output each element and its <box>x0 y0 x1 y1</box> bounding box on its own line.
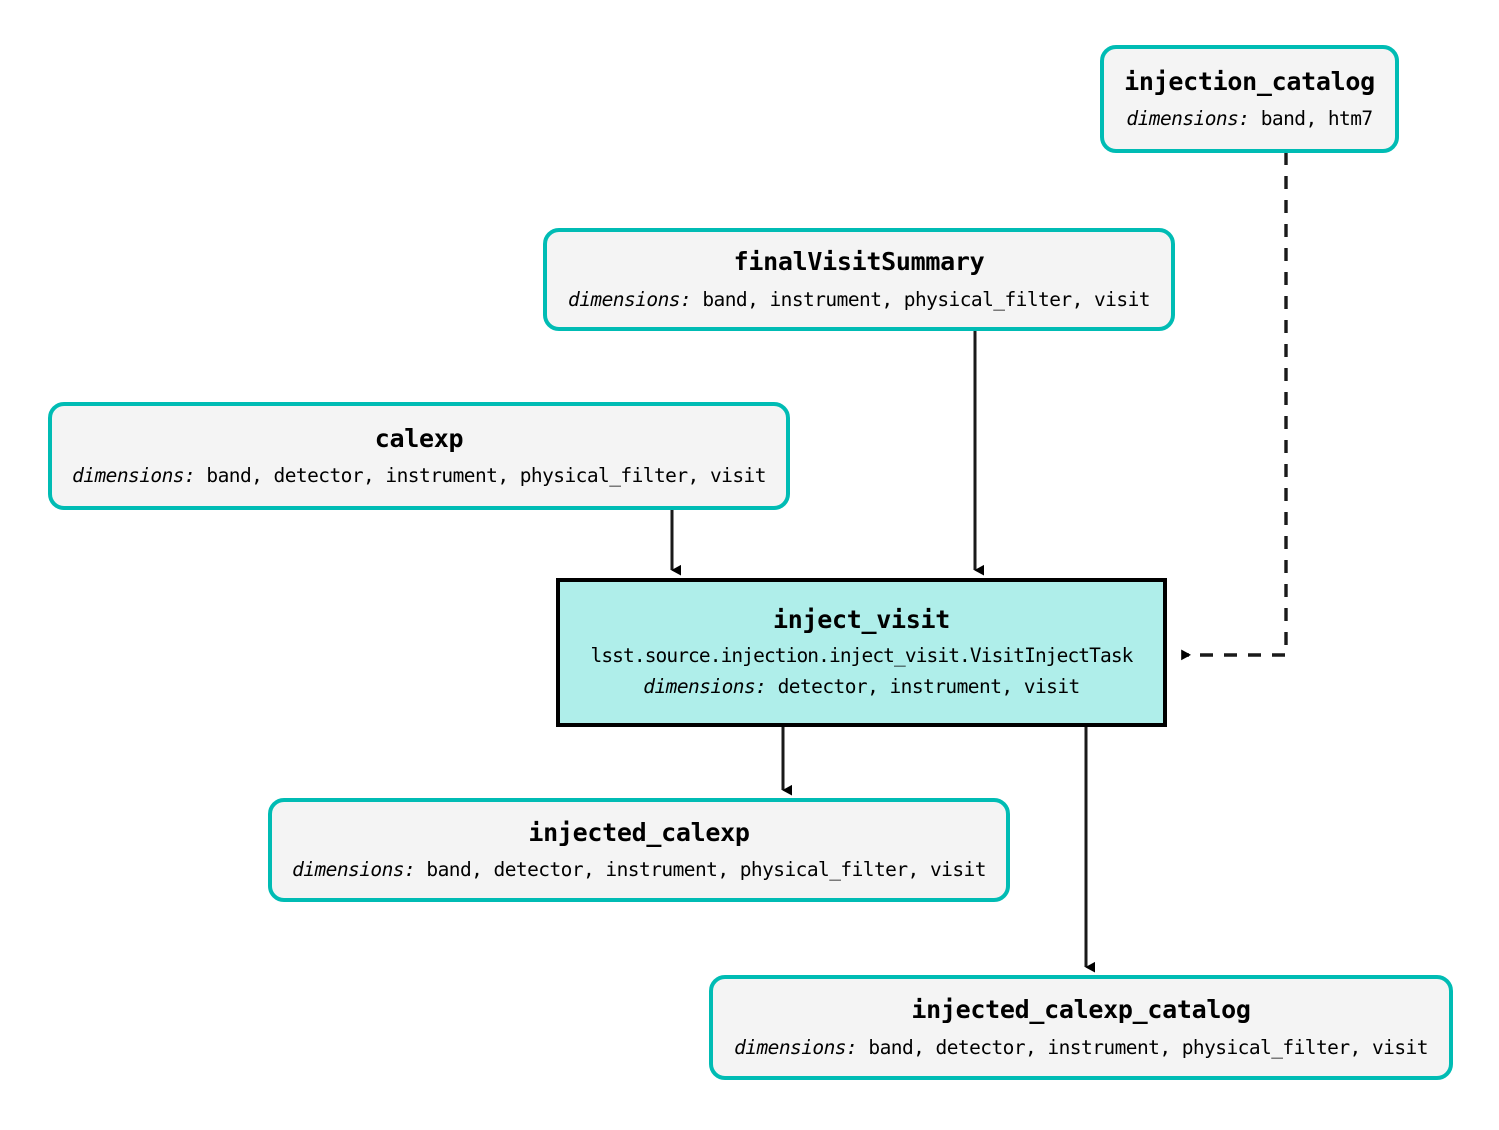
dimensions-value: band, detector, instrument, physical_fil… <box>426 858 986 882</box>
node-injection-catalog[interactable]: injection_catalog dimensions: band, htm7 <box>1100 45 1399 153</box>
dimensions-value: band, instrument, physical_filter, visit <box>702 287 1150 311</box>
dimensions-value: band, detector, instrument, physical_fil… <box>206 464 766 488</box>
dimensions-label: dimensions: <box>292 858 416 882</box>
node-injection-catalog-dimensions: dimensions: band, htm7 <box>1126 107 1373 131</box>
node-calexp-dimensions: dimensions: band, detector, instrument, … <box>72 464 766 488</box>
node-injected-calexp-title: injected_calexp <box>528 817 750 847</box>
node-inject-visit[interactable]: inject_visit lsst.source.injection.injec… <box>556 578 1167 727</box>
dimensions-label: dimensions: <box>734 1035 858 1059</box>
node-finalvisitsummary-title: finalVisitSummary <box>733 247 985 277</box>
dimensions-label: dimensions: <box>568 287 692 311</box>
dimensions-value: detector, instrument, visit <box>777 675 1081 699</box>
edge-injection-catalog-to-inject-visit <box>1181 152 1288 661</box>
node-injected-calexp-catalog[interactable]: injected_calexp_catalog dimensions: band… <box>709 975 1453 1080</box>
dimensions-value: band, htm7 <box>1260 107 1373 131</box>
node-injected-calexp-catalog-dimensions: dimensions: band, detector, instrument, … <box>734 1035 1428 1059</box>
node-injection-catalog-title: injection_catalog <box>1124 66 1375 96</box>
dimensions-label: dimensions: <box>72 464 196 488</box>
node-finalvisitsummary-dimensions: dimensions: band, instrument, physical_f… <box>568 287 1150 311</box>
node-finalvisitsummary[interactable]: finalVisitSummary dimensions: band, inst… <box>543 228 1175 331</box>
node-injected-calexp-catalog-title: injected_calexp_catalog <box>911 995 1251 1025</box>
node-inject-visit-title: inject_visit <box>772 605 950 635</box>
node-injected-calexp-dimensions: dimensions: band, detector, instrument, … <box>292 858 986 882</box>
dimensions-label: dimensions: <box>1126 107 1250 131</box>
dimensions-value: band, detector, instrument, physical_fil… <box>868 1035 1428 1059</box>
node-injected-calexp[interactable]: injected_calexp dimensions: band, detect… <box>268 798 1010 902</box>
dimensions-label: dimensions: <box>643 675 767 699</box>
node-inject-visit-task-class: lsst.source.injection.inject_visit.Visit… <box>590 643 1134 667</box>
node-calexp[interactable]: calexp dimensions: band, detector, instr… <box>48 402 790 510</box>
node-inject-visit-dimensions: dimensions: detector, instrument, visit <box>643 675 1081 699</box>
node-calexp-title: calexp <box>374 423 464 453</box>
